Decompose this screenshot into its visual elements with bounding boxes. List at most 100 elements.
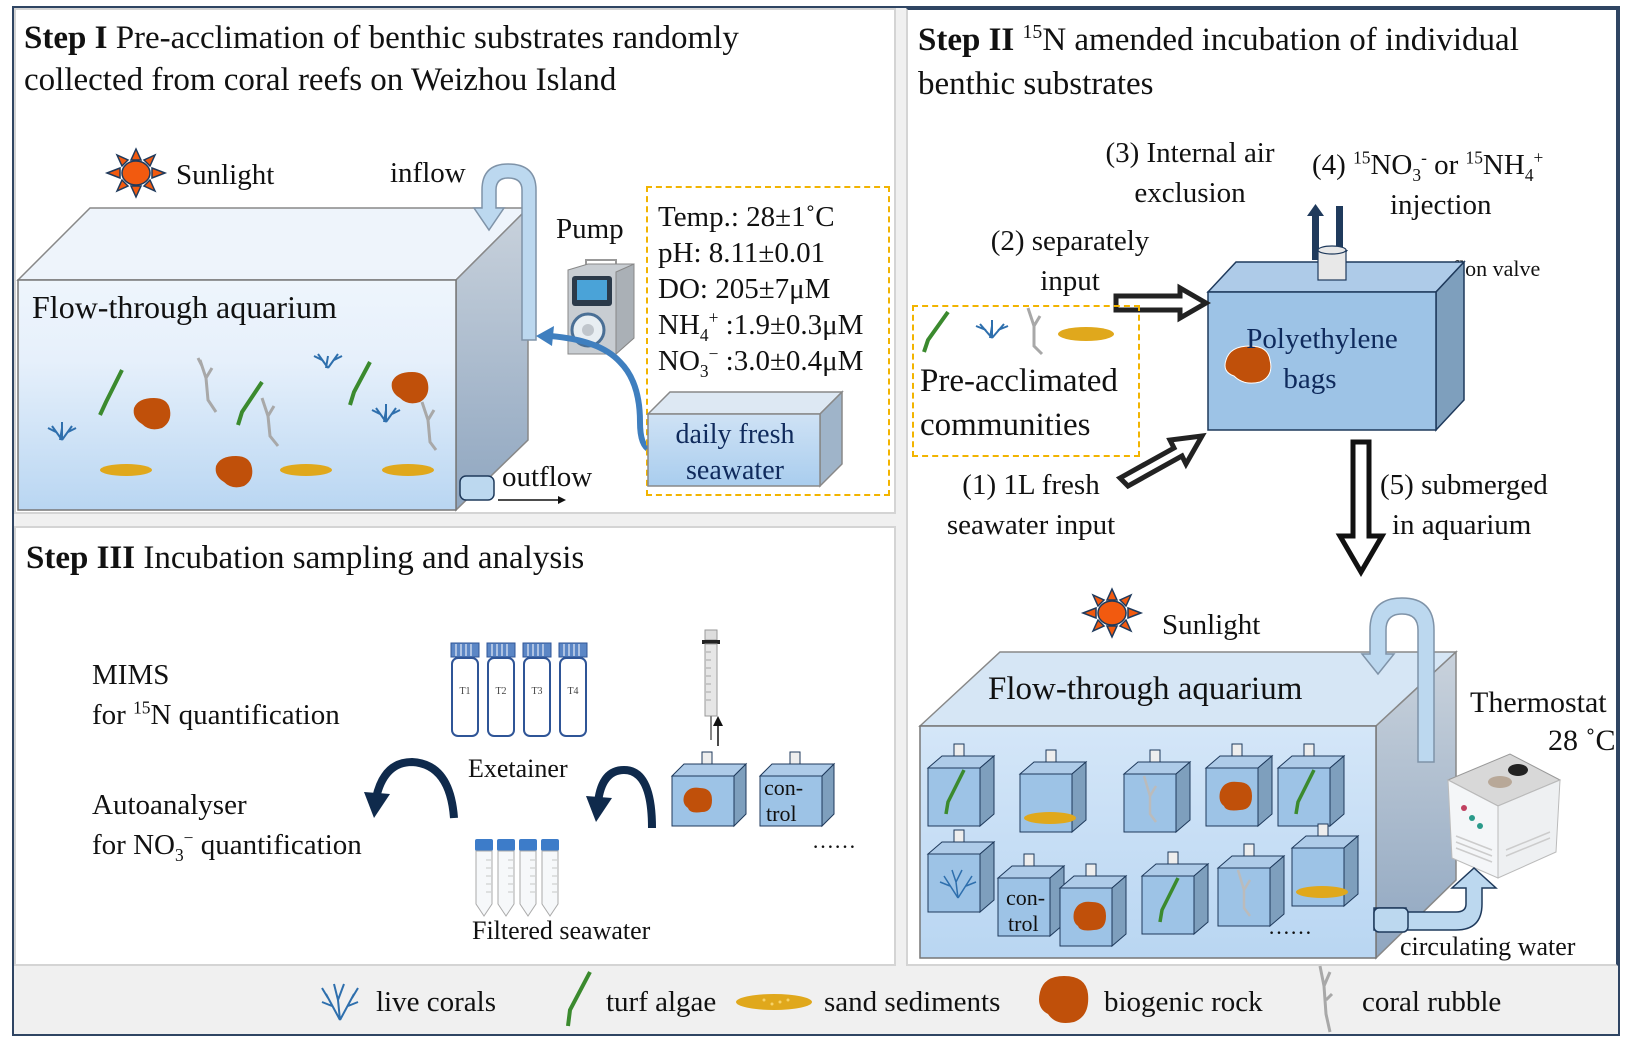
incubation-bag xyxy=(1290,823,1360,908)
incubation-bags-grid xyxy=(926,743,1360,948)
turf-algae-icon xyxy=(922,310,950,353)
incubation-bag xyxy=(1204,743,1274,828)
sand-sediment-icon xyxy=(100,464,152,476)
control-bag xyxy=(758,751,836,828)
incubation-bag xyxy=(926,829,996,914)
outflow-label: outflow xyxy=(502,461,593,493)
community-icons xyxy=(922,307,1114,356)
separately-input-arrow xyxy=(1113,283,1212,323)
recirculation-pipe xyxy=(1360,597,1435,763)
live-coral-icon xyxy=(371,404,401,423)
sunlight-label: Sunlight xyxy=(176,159,275,191)
autoanalyser-quantification-label: for NO3− quantification xyxy=(92,827,362,865)
step3-panel xyxy=(14,526,896,966)
submerge-arrow xyxy=(1335,439,1387,577)
syringe-icon xyxy=(702,629,723,746)
curved-arrow-to-sample xyxy=(586,765,656,829)
step5-submerged-label: (5) submerged xyxy=(1380,469,1548,501)
param-temp: Temp.: 28±1˚C xyxy=(658,201,835,233)
aquarium-tank xyxy=(16,206,530,512)
bag-label-2: bags xyxy=(1283,363,1337,395)
live-coral-icon xyxy=(975,320,1009,339)
exetainer-vial: T4 xyxy=(558,642,588,738)
step1-fresh-seawater-label-2: seawater input xyxy=(946,509,1116,541)
incubation-bag xyxy=(926,743,996,828)
polyethylene-bag xyxy=(1206,245,1466,432)
communities-label-1: Pre-acclimated xyxy=(920,363,1118,399)
fresh-seawater-label-1: daily fresh xyxy=(675,419,795,450)
aquarium-substrates xyxy=(47,353,438,488)
turf-algae-icon xyxy=(348,361,372,406)
filtered-seawater-tube xyxy=(540,838,560,918)
turf-algae-icon xyxy=(566,971,592,1027)
curved-arrow-to-analysis xyxy=(364,757,458,819)
mims-label: MIMS xyxy=(92,659,170,691)
aquarium-label: Flow-through aquarium xyxy=(32,289,337,325)
sand-sediment-icon xyxy=(1058,327,1114,341)
filtered-seawater-tube xyxy=(496,838,516,918)
coral-rubble-icon xyxy=(420,401,438,451)
incubation-bag xyxy=(1140,851,1210,936)
filtered-seawater-tube xyxy=(518,838,538,918)
turf-algae-icon xyxy=(98,369,124,416)
step2-separately-input-label: (2) separately xyxy=(990,225,1150,257)
vial-label: T4 xyxy=(567,686,579,697)
filtered-seawater-tube xyxy=(474,838,494,918)
biogenic-rock-icon xyxy=(1224,345,1272,384)
sample-bag xyxy=(670,751,748,828)
step3-internal-air-label-2: exclusion xyxy=(1134,177,1246,209)
mims-quantification-label: for 15N quantification xyxy=(92,697,340,731)
turf-algae-icon xyxy=(236,380,264,426)
exetainer-vial: T1 xyxy=(450,642,480,738)
vial-label: T2 xyxy=(495,686,507,697)
live-coral-icon xyxy=(321,983,359,1021)
sunlight-label-2: Sunlight xyxy=(1162,609,1261,641)
fresh-seawater-label-2: seawater xyxy=(686,455,784,486)
incubation-bag xyxy=(1058,863,1128,948)
bag-label-1: Polyethylene xyxy=(1246,323,1398,355)
pump-label: Pump xyxy=(556,213,624,245)
vial-label: T1 xyxy=(459,686,471,697)
coral-rubble-icon xyxy=(196,357,218,413)
more-bags-ellipsis: …… xyxy=(1268,914,1312,939)
exetainer-vials: T1 T2 T3 T4 xyxy=(450,642,600,740)
more-samples-ellipsis: …… xyxy=(812,828,856,853)
water-parameters-box xyxy=(646,186,890,496)
aquarium-label-2: Flow-through aquarium xyxy=(988,671,1303,707)
step2-separately-input-label-2: input xyxy=(1040,265,1100,297)
sand-sediment-icon xyxy=(736,994,812,1010)
thermostat-temp-label: 28 ˚C xyxy=(1548,724,1616,757)
biogenic-rock-icon xyxy=(1039,976,1089,1023)
step4-injection-label-2: injection xyxy=(1390,189,1492,221)
outflow-pipe xyxy=(459,475,566,504)
incubation-bag xyxy=(1018,749,1088,834)
step1-title: Step I Pre-acclimation of benthic substr… xyxy=(24,20,739,56)
control-label-2: trol xyxy=(1008,911,1039,936)
step2-title: Step II 15N amended incubation of indivi… xyxy=(918,21,1519,58)
coral-rubble-icon xyxy=(260,397,280,447)
param-no3: NO3− :3.0±0.4μM xyxy=(658,343,864,381)
control-label-step3-2: trol xyxy=(766,801,797,826)
filtered-seawater-label: Filtered seawater xyxy=(472,916,651,945)
sun-icon xyxy=(104,147,168,199)
biogenic-rock-icon xyxy=(391,372,429,404)
biogenic-rock-icon xyxy=(133,398,171,430)
sand-sediment-icon xyxy=(280,464,332,476)
control-bag xyxy=(996,853,1066,938)
legend: live corals turf algae sand sediments bi… xyxy=(14,965,1618,1033)
param-ph: pH: 8.11±0.01 xyxy=(658,237,826,269)
step4-injection-label: (4) 15NO3- or 15NH4+ xyxy=(1312,147,1544,185)
circulating-water-label: circulating water xyxy=(1400,932,1576,961)
vial-label: T3 xyxy=(531,686,543,697)
param-nh4: NH4+ :1.9±0.3μM xyxy=(658,307,864,345)
exetainer-vial: T2 xyxy=(486,642,516,738)
coral-rubble-icon xyxy=(1318,965,1334,1033)
incubation-bag xyxy=(1276,743,1346,828)
param-do: DO: 205±7μM xyxy=(658,273,831,305)
incubation-bag xyxy=(1216,843,1286,928)
filtered-seawater-tubes xyxy=(474,838,584,918)
exetainer-label: Exetainer xyxy=(468,754,568,783)
pre-acclimated-communities-box xyxy=(912,305,1140,457)
autoanalyser-label: Autoanalyser xyxy=(92,789,247,821)
inflow-label: inflow xyxy=(390,157,466,189)
